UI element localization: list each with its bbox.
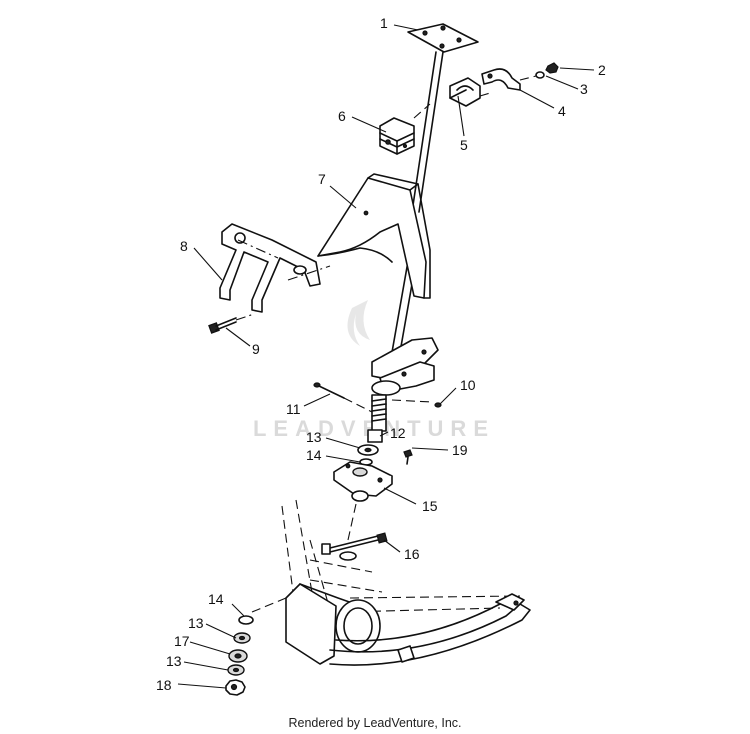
part-19-screw xyxy=(403,449,413,465)
part-16-bolt xyxy=(321,532,388,561)
callout-7: 7 xyxy=(318,171,326,187)
front-axle-housing xyxy=(285,583,531,666)
callout-13-lower-b: 13 xyxy=(166,653,182,669)
leader-lines xyxy=(177,24,595,689)
chassis-frame xyxy=(281,499,521,613)
part-8-mounting-bracket xyxy=(219,223,331,313)
part-9-bolt xyxy=(208,313,255,334)
callout-19: 19 xyxy=(452,442,468,458)
callout-11: 11 xyxy=(286,401,301,417)
callout-6: 6 xyxy=(338,108,346,124)
callout-14-upper: 14 xyxy=(306,447,322,463)
column-support-bracket xyxy=(317,173,431,299)
part-6-rubber-block xyxy=(379,103,431,155)
callout-18: 18 xyxy=(156,677,172,693)
callout-4: 4 xyxy=(558,103,566,119)
callout-10: 10 xyxy=(460,377,476,393)
callout-5: 5 xyxy=(460,137,468,153)
callout-13-upper: 13 xyxy=(306,429,322,445)
callout-15: 15 xyxy=(422,498,438,514)
part-15-pivot-block xyxy=(333,461,393,541)
callout-2: 2 xyxy=(598,62,606,78)
callout-13-lower-a: 13 xyxy=(188,615,204,631)
part-3-washer xyxy=(519,71,545,81)
callout-9: 9 xyxy=(252,341,260,357)
callout-14-lower: 14 xyxy=(208,591,224,607)
callout-17: 17 xyxy=(174,633,190,649)
callout-3: 3 xyxy=(580,81,588,97)
part-10-pin xyxy=(391,399,442,408)
callout-16: 16 xyxy=(404,546,420,562)
render-credit: Rendered by LeadVenture, Inc. xyxy=(288,716,462,730)
washers-upper xyxy=(357,444,379,466)
lower-hardware-stack xyxy=(225,597,287,696)
part-5-clamp-block xyxy=(449,77,491,107)
callout-12: 12 xyxy=(390,425,406,441)
part-11-cotter-pin xyxy=(313,382,373,413)
part-2-nut xyxy=(545,62,559,74)
steering-arm-flange xyxy=(371,337,439,396)
threaded-shaft-end xyxy=(367,394,387,443)
part-4-u-clamp xyxy=(481,68,521,91)
callout-8: 8 xyxy=(180,238,188,254)
callout-1: 1 xyxy=(380,15,388,31)
callout-labels: 1 2 3 4 5 6 7 8 9 10 11 12 13 14 15 16 1… xyxy=(156,15,606,693)
